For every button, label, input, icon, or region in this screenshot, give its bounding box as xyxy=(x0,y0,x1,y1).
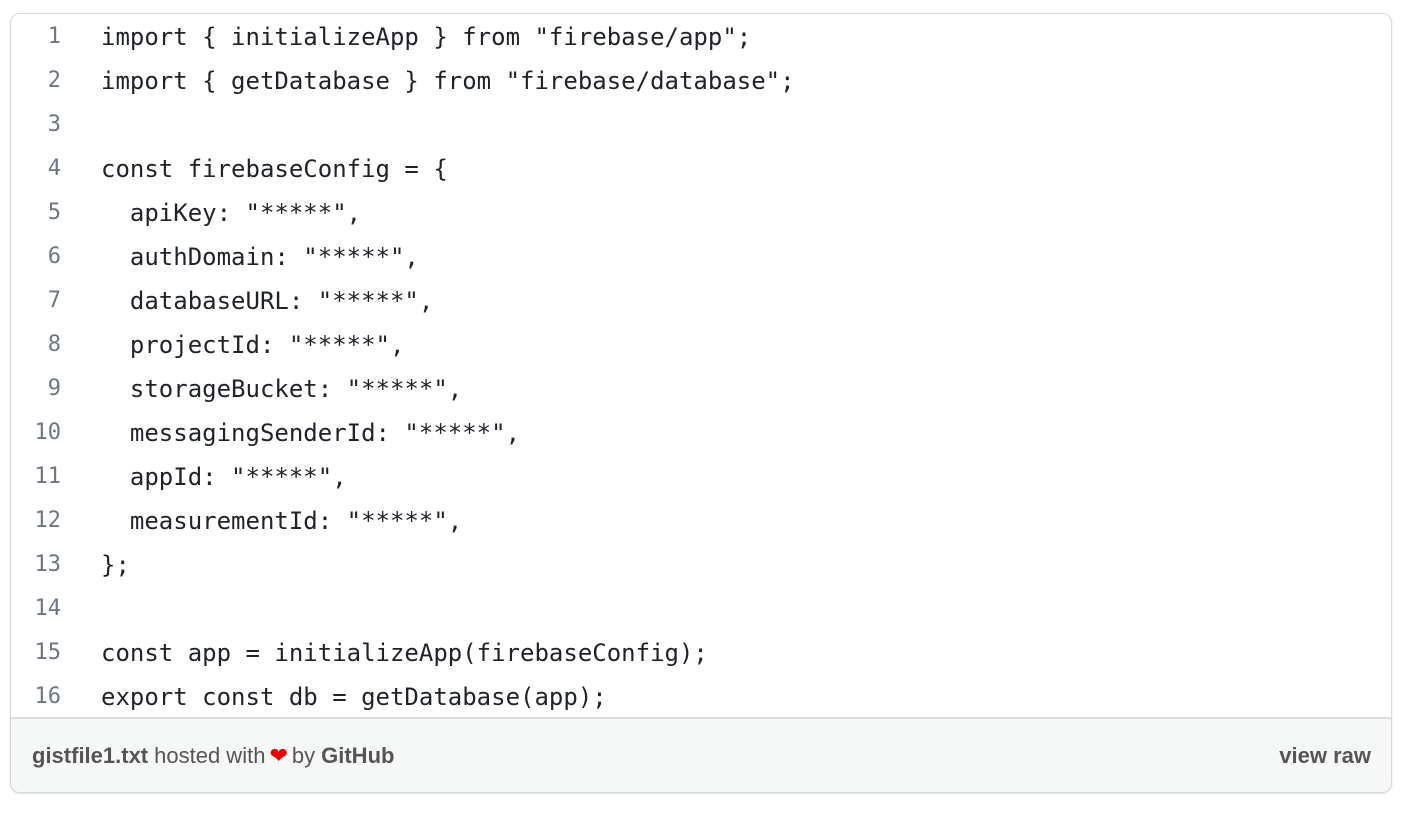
line-number[interactable]: 12 xyxy=(34,508,62,533)
line-number[interactable]: 15 xyxy=(34,640,62,665)
line-number[interactable]: 7 xyxy=(47,288,61,313)
line-content: const app = initializeApp(firebaseConfig… xyxy=(101,639,708,667)
code-line: 16 export const db = getDatabase(app); xyxy=(11,675,1391,719)
line-content: apiKey: "*****", xyxy=(101,199,362,227)
line-number[interactable]: 3 xyxy=(47,112,61,137)
line-number[interactable]: 8 xyxy=(47,332,61,357)
line-content: projectId: "*****", xyxy=(101,331,405,359)
line-number[interactable]: 2 xyxy=(47,68,61,93)
code-line: 9 storageBucket: "*****", xyxy=(11,367,1391,411)
hosted-with-text: hosted with xyxy=(154,742,266,768)
code-line: 1 import { initializeApp } from "firebase… xyxy=(11,15,1391,59)
code-line: 13}; xyxy=(11,543,1391,587)
line-content: storageBucket: "*****", xyxy=(101,375,463,403)
line-content: export const db = getDatabase(app); xyxy=(101,683,607,711)
line-content: import { getDatabase } from "firebase/da… xyxy=(101,67,795,95)
view-raw-link[interactable]: view raw xyxy=(1279,742,1371,768)
gist-footer: gistfile1.txt hosted with ❤ by GitHub vi… xyxy=(11,717,1391,792)
gist-embed: 1 import { initializeApp } from "firebase… xyxy=(10,13,1392,793)
line-content: }; xyxy=(101,551,130,579)
code-line: 5 apiKey: "*****", xyxy=(11,191,1391,235)
code-line: 3 xyxy=(11,103,1391,147)
code-line: 6 authDomain: "*****", xyxy=(11,235,1391,279)
heart-icon: ❤ xyxy=(269,742,288,768)
code-line: 10 messagingSenderId: "*****", xyxy=(11,411,1391,455)
line-number[interactable]: 13 xyxy=(34,552,62,577)
line-content: measurementId: "*****", xyxy=(101,507,463,535)
line-number[interactable]: 16 xyxy=(34,684,62,709)
line-content: messagingSenderId: "*****", xyxy=(101,419,521,447)
code-line: 2 import { getDatabase } from "firebase/d… xyxy=(11,59,1391,103)
filename-link[interactable]: gistfile1.txt xyxy=(32,742,149,768)
line-content: import { initializeApp } from "firebase/… xyxy=(101,23,752,51)
line-number[interactable]: 1 xyxy=(47,24,61,49)
by-text: by xyxy=(291,742,316,768)
line-number[interactable]: 6 xyxy=(47,244,61,269)
github-link[interactable]: GitHub xyxy=(321,742,395,768)
line-number[interactable]: 11 xyxy=(34,464,62,489)
line-number[interactable]: 14 xyxy=(34,596,62,621)
line-number[interactable]: 9 xyxy=(47,376,61,401)
line-number[interactable]: 5 xyxy=(47,200,61,225)
line-number[interactable]: 10 xyxy=(34,420,62,445)
line-content: authDomain: "*****", xyxy=(101,243,419,271)
code-line: 11 appId: "*****", xyxy=(11,455,1391,499)
line-content: const firebaseConfig = { xyxy=(101,155,448,183)
code-line: 15 const app = initializeApp(firebaseConf… xyxy=(11,631,1391,675)
code-line: 4 const firebaseConfig = { xyxy=(11,147,1391,191)
code-line: 14 xyxy=(11,587,1391,631)
code-view: 1 import { initializeApp } from "firebase… xyxy=(11,15,1391,718)
code-line: 7 databaseURL: "*****", xyxy=(11,279,1391,323)
code-line: 8 projectId: "*****", xyxy=(11,323,1391,367)
line-number[interactable]: 4 xyxy=(47,156,61,181)
line-content: appId: "*****", xyxy=(101,463,347,491)
line-content: databaseURL: "*****", xyxy=(101,287,434,315)
code-line: 12 measurementId: "*****", xyxy=(11,499,1391,543)
